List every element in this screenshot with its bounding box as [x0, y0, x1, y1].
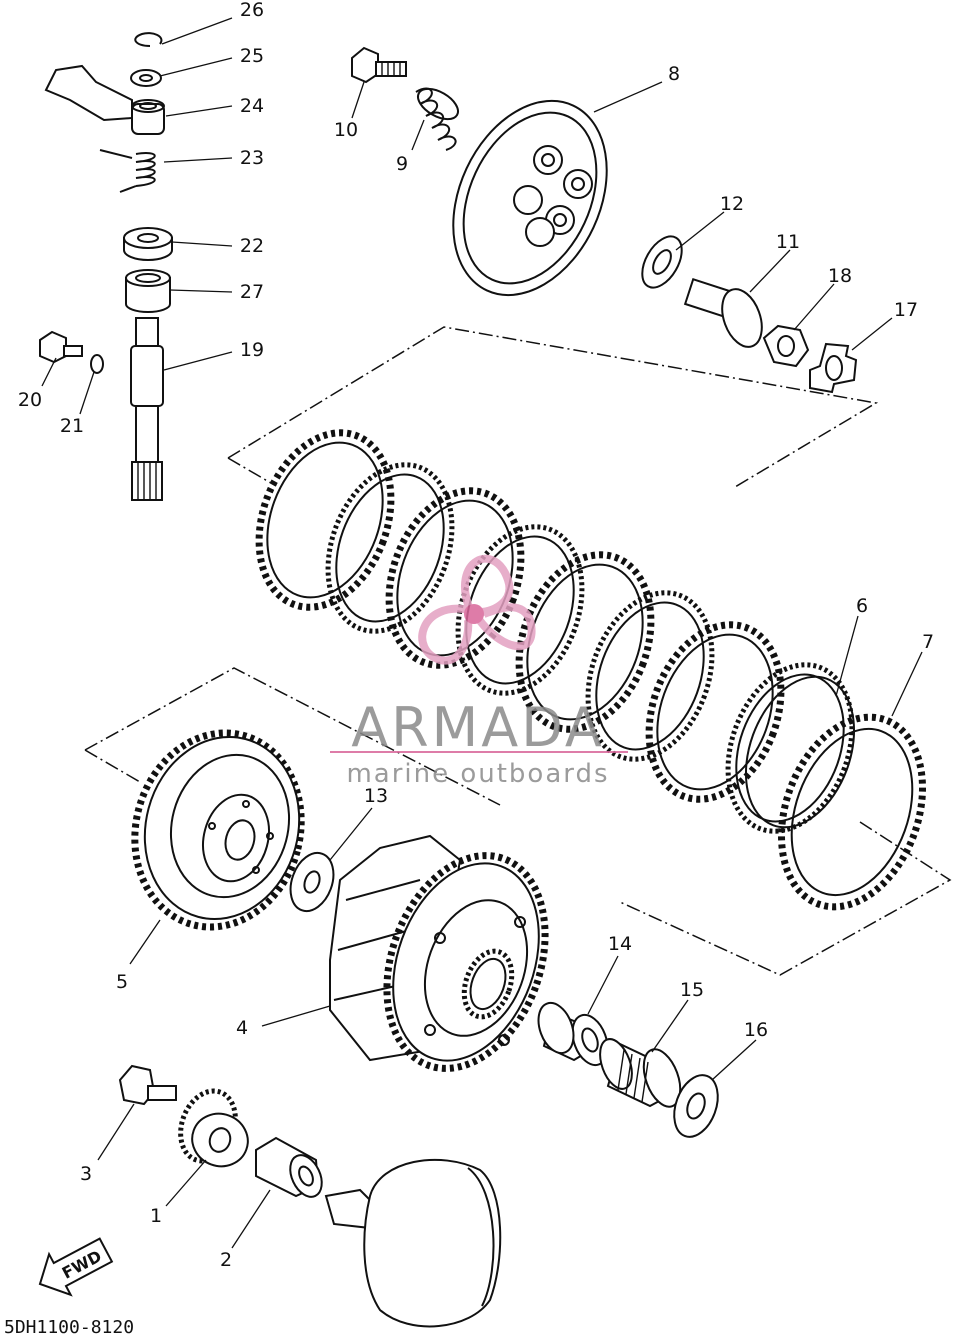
callout-5: 5 [116, 971, 128, 993]
callout-21: 21 [60, 415, 84, 437]
callout-3: 3 [80, 1163, 92, 1185]
propeller-icon [418, 554, 536, 665]
callout-4: 4 [236, 1017, 248, 1039]
callout-15: 15 [680, 979, 704, 1001]
washer-part [130, 69, 162, 87]
callout-2: 2 [220, 1249, 232, 1271]
collar-part [255, 1136, 323, 1198]
callout-17: 17 [894, 299, 918, 321]
spacer-part [537, 1001, 609, 1067]
pressure-plate-part [452, 99, 608, 297]
callout-10: 10 [334, 119, 358, 141]
assembly-frame-primary [84, 667, 501, 806]
callout-18: 18 [828, 265, 852, 287]
pressure-plate-bolt-part [351, 46, 407, 84]
callout-20: 20 [18, 389, 42, 411]
push-lever-part [44, 64, 165, 135]
plate-washer-part [641, 235, 683, 289]
watermark-brand: ARMADA [351, 696, 605, 759]
thrust-washer-part [289, 851, 335, 913]
callout-16: 16 [744, 1019, 768, 1041]
callout-14: 14 [608, 933, 632, 955]
watermark-logo: ARMADA marine outboards [330, 554, 628, 789]
housing-thrust-washer-part [673, 1074, 719, 1138]
housing-needle-bearing-part [599, 1038, 682, 1108]
callout-12: 12 [720, 193, 744, 215]
callout-11: 11 [776, 231, 800, 253]
circlip-part [134, 32, 163, 47]
clutch-plate-part [744, 675, 856, 829]
callout-23: 23 [240, 147, 264, 169]
callout-26: 26 [240, 0, 264, 21]
callout-9: 9 [396, 153, 408, 175]
push-lever-shaft-part [130, 317, 164, 501]
callout-22: 22 [240, 235, 264, 257]
bearing-part [123, 227, 173, 261]
push-rod-part [683, 277, 763, 348]
watermark-tagline: marine outboards [346, 759, 609, 789]
assembly-frame-plates [227, 326, 952, 976]
primary-driven-gear-part [131, 729, 305, 931]
clutch-housing-part [329, 834, 549, 1072]
callout-1: 1 [150, 1205, 162, 1227]
drive-gear-bolt-part [118, 1064, 177, 1106]
lock-washer-part [809, 342, 858, 394]
leader-lines [41, 17, 923, 1249]
callout-27: 27 [240, 281, 264, 303]
clutch-plate-stack [255, 429, 855, 834]
callout-13: 13 [364, 785, 388, 807]
needle-bearing-part [125, 269, 171, 313]
friction-plate-part [778, 713, 926, 911]
small-washer-part [90, 354, 104, 374]
primary-drive-gear-part [178, 1088, 249, 1168]
callout-24: 24 [240, 95, 264, 117]
callout-25: 25 [240, 45, 264, 67]
callout-6: 6 [856, 595, 868, 617]
callout-19: 19 [240, 339, 264, 361]
balancer-weight-part [324, 1158, 502, 1328]
lever-spring-part [99, 149, 156, 193]
clutch-spring-part [415, 87, 459, 151]
callout-7: 7 [922, 631, 934, 653]
fwd-arrow: FWD [38, 1237, 114, 1297]
bolt-part [39, 330, 83, 364]
callout-8: 8 [668, 63, 680, 85]
diagram-code: 5DH1100-8120 [4, 1317, 134, 1337]
callout-labels: 26 25 24 23 22 27 19 20 21 10 9 8 12 11 … [18, 0, 934, 1271]
nut-part [762, 324, 810, 368]
